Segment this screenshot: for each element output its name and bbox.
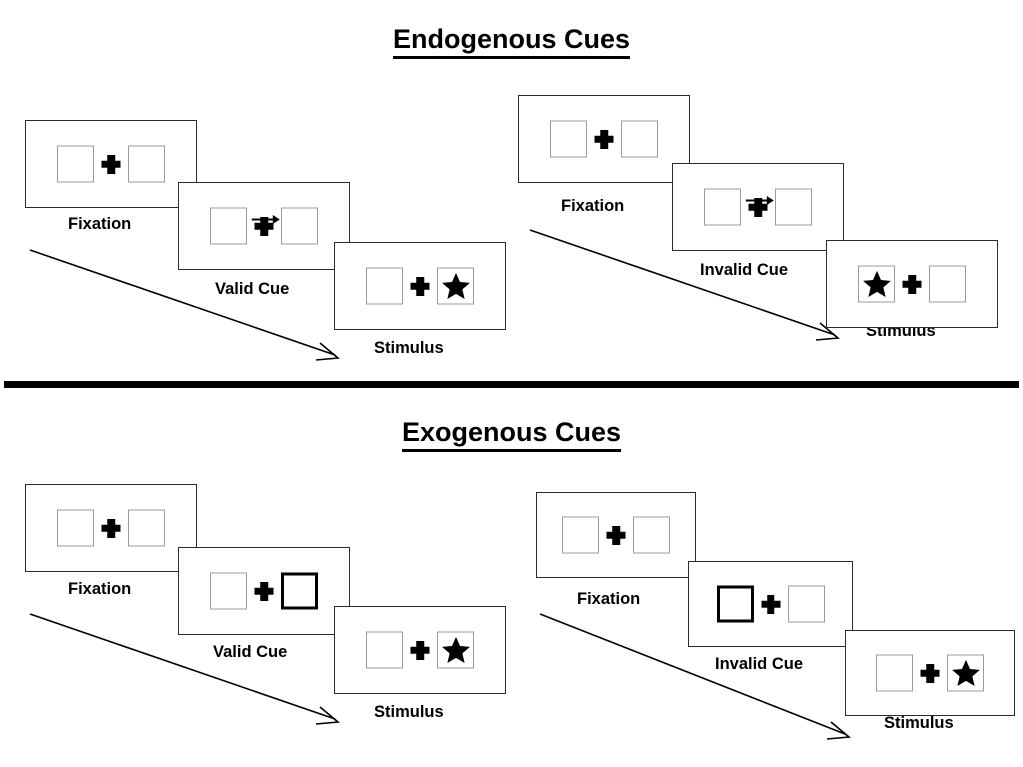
flow-arrow-exogenous-invalid: [539, 613, 851, 740]
section-title-endogenous: Endogenous Cues: [0, 24, 1023, 59]
right-box: [128, 509, 165, 547]
panel-content: [716, 585, 825, 623]
panel-content: [562, 516, 670, 554]
panel-exogenous-valid-stimulus: [334, 606, 506, 694]
section-title-endogenous-text: Endogenous Cues: [392, 24, 630, 59]
panel-endogenous-invalid-fixation: [518, 95, 690, 183]
panel-endogenous-valid-stimulus: [334, 242, 506, 330]
stage-label-endogenous-valid-stimulus: Stimulus: [374, 339, 444, 357]
right-box-with-star: [437, 267, 474, 305]
fixation-cross-icon: [247, 208, 281, 245]
panel-endogenous-valid-cue: [178, 182, 350, 270]
panel-endogenous-invalid-cue: [672, 163, 844, 251]
panel-content: [366, 267, 474, 305]
left-box: [57, 145, 94, 183]
right-box: [775, 188, 812, 226]
flow-arrow-exogenous-valid: [29, 613, 340, 725]
left-box: [366, 631, 403, 669]
star-icon: [441, 272, 470, 299]
fixation-cross-icon: [247, 573, 281, 610]
stage-label-exogenous-valid-stimulus: Stimulus: [374, 703, 444, 721]
left-box: [562, 516, 599, 554]
panel-content: [57, 145, 165, 183]
star-icon: [951, 659, 980, 686]
fixation-cross-icon: [741, 189, 775, 226]
panel-content: [57, 509, 165, 547]
panel-exogenous-invalid-stimulus: [845, 630, 1015, 716]
stage-label-endogenous-valid-fixation: Fixation: [68, 215, 132, 233]
flow-arrow-endogenous-invalid: [529, 229, 840, 341]
star-icon: [441, 636, 470, 663]
stage-label-exogenous-invalid-cue: Invalid Cue: [715, 655, 804, 673]
fixation-cross-icon: [403, 268, 437, 305]
right-box-with-star: [947, 654, 984, 692]
fixation-cross-icon: [913, 655, 947, 692]
panel-content: [366, 631, 474, 669]
left-box: [876, 654, 913, 692]
fixation-cross-icon: [587, 121, 621, 158]
right-box: [633, 516, 670, 554]
left-box: [210, 572, 247, 610]
right-box-cued: [281, 572, 318, 610]
panel-exogenous-invalid-fixation: [536, 492, 696, 578]
arrow-right-cue-icon: [251, 214, 280, 224]
section-title-exogenous: Exogenous Cues: [0, 417, 1023, 452]
left-box: [366, 267, 403, 305]
stage-label-exogenous-valid-fixation: Fixation: [68, 580, 132, 598]
section-title-exogenous-text: Exogenous Cues: [401, 417, 622, 452]
panel-content: [876, 654, 984, 692]
stage-label-endogenous-invalid-fixation: Fixation: [561, 197, 625, 215]
fixation-cross-icon: [403, 632, 437, 669]
right-box: [787, 585, 825, 623]
left-box-with-star: [858, 265, 895, 303]
right-box-with-star: [437, 631, 474, 669]
panel-content: [704, 188, 812, 226]
fixation-cross-icon: [599, 517, 633, 554]
section-divider: [4, 381, 1019, 388]
left-box: [550, 120, 587, 158]
panel-content: [210, 572, 318, 610]
fixation-cross-icon: [895, 266, 929, 303]
left-box-cued: [716, 585, 754, 623]
panel-content: [210, 207, 318, 245]
flow-arrow-endogenous-valid: [29, 249, 340, 361]
stage-label-endogenous-valid-cue: Valid Cue: [215, 280, 290, 298]
stage-label-endogenous-invalid-cue: Invalid Cue: [700, 261, 789, 279]
right-box: [621, 120, 658, 158]
panel-endogenous-invalid-stimulus: [826, 240, 998, 328]
left-box: [57, 509, 94, 547]
panel-exogenous-valid-cue: [178, 547, 350, 635]
panel-endogenous-valid-fixation: [25, 120, 197, 208]
stage-label-exogenous-invalid-fixation: Fixation: [577, 590, 641, 608]
stage-label-exogenous-invalid-stimulus: Stimulus: [884, 714, 954, 732]
right-box: [281, 207, 318, 245]
star-icon: [862, 270, 891, 297]
fixation-cross-icon: [94, 510, 128, 547]
right-box: [128, 145, 165, 183]
left-box: [704, 188, 741, 226]
panel-exogenous-invalid-cue: [688, 561, 853, 647]
arrow-right-cue-icon: [745, 195, 774, 205]
panel-content: [550, 120, 658, 158]
panel-content: [858, 265, 966, 303]
left-box: [210, 207, 247, 245]
fixation-cross-icon: [94, 146, 128, 183]
panel-exogenous-valid-fixation: [25, 484, 197, 572]
stage-label-exogenous-valid-cue: Valid Cue: [213, 643, 288, 661]
right-box: [929, 265, 966, 303]
fixation-cross-icon: [754, 586, 788, 623]
